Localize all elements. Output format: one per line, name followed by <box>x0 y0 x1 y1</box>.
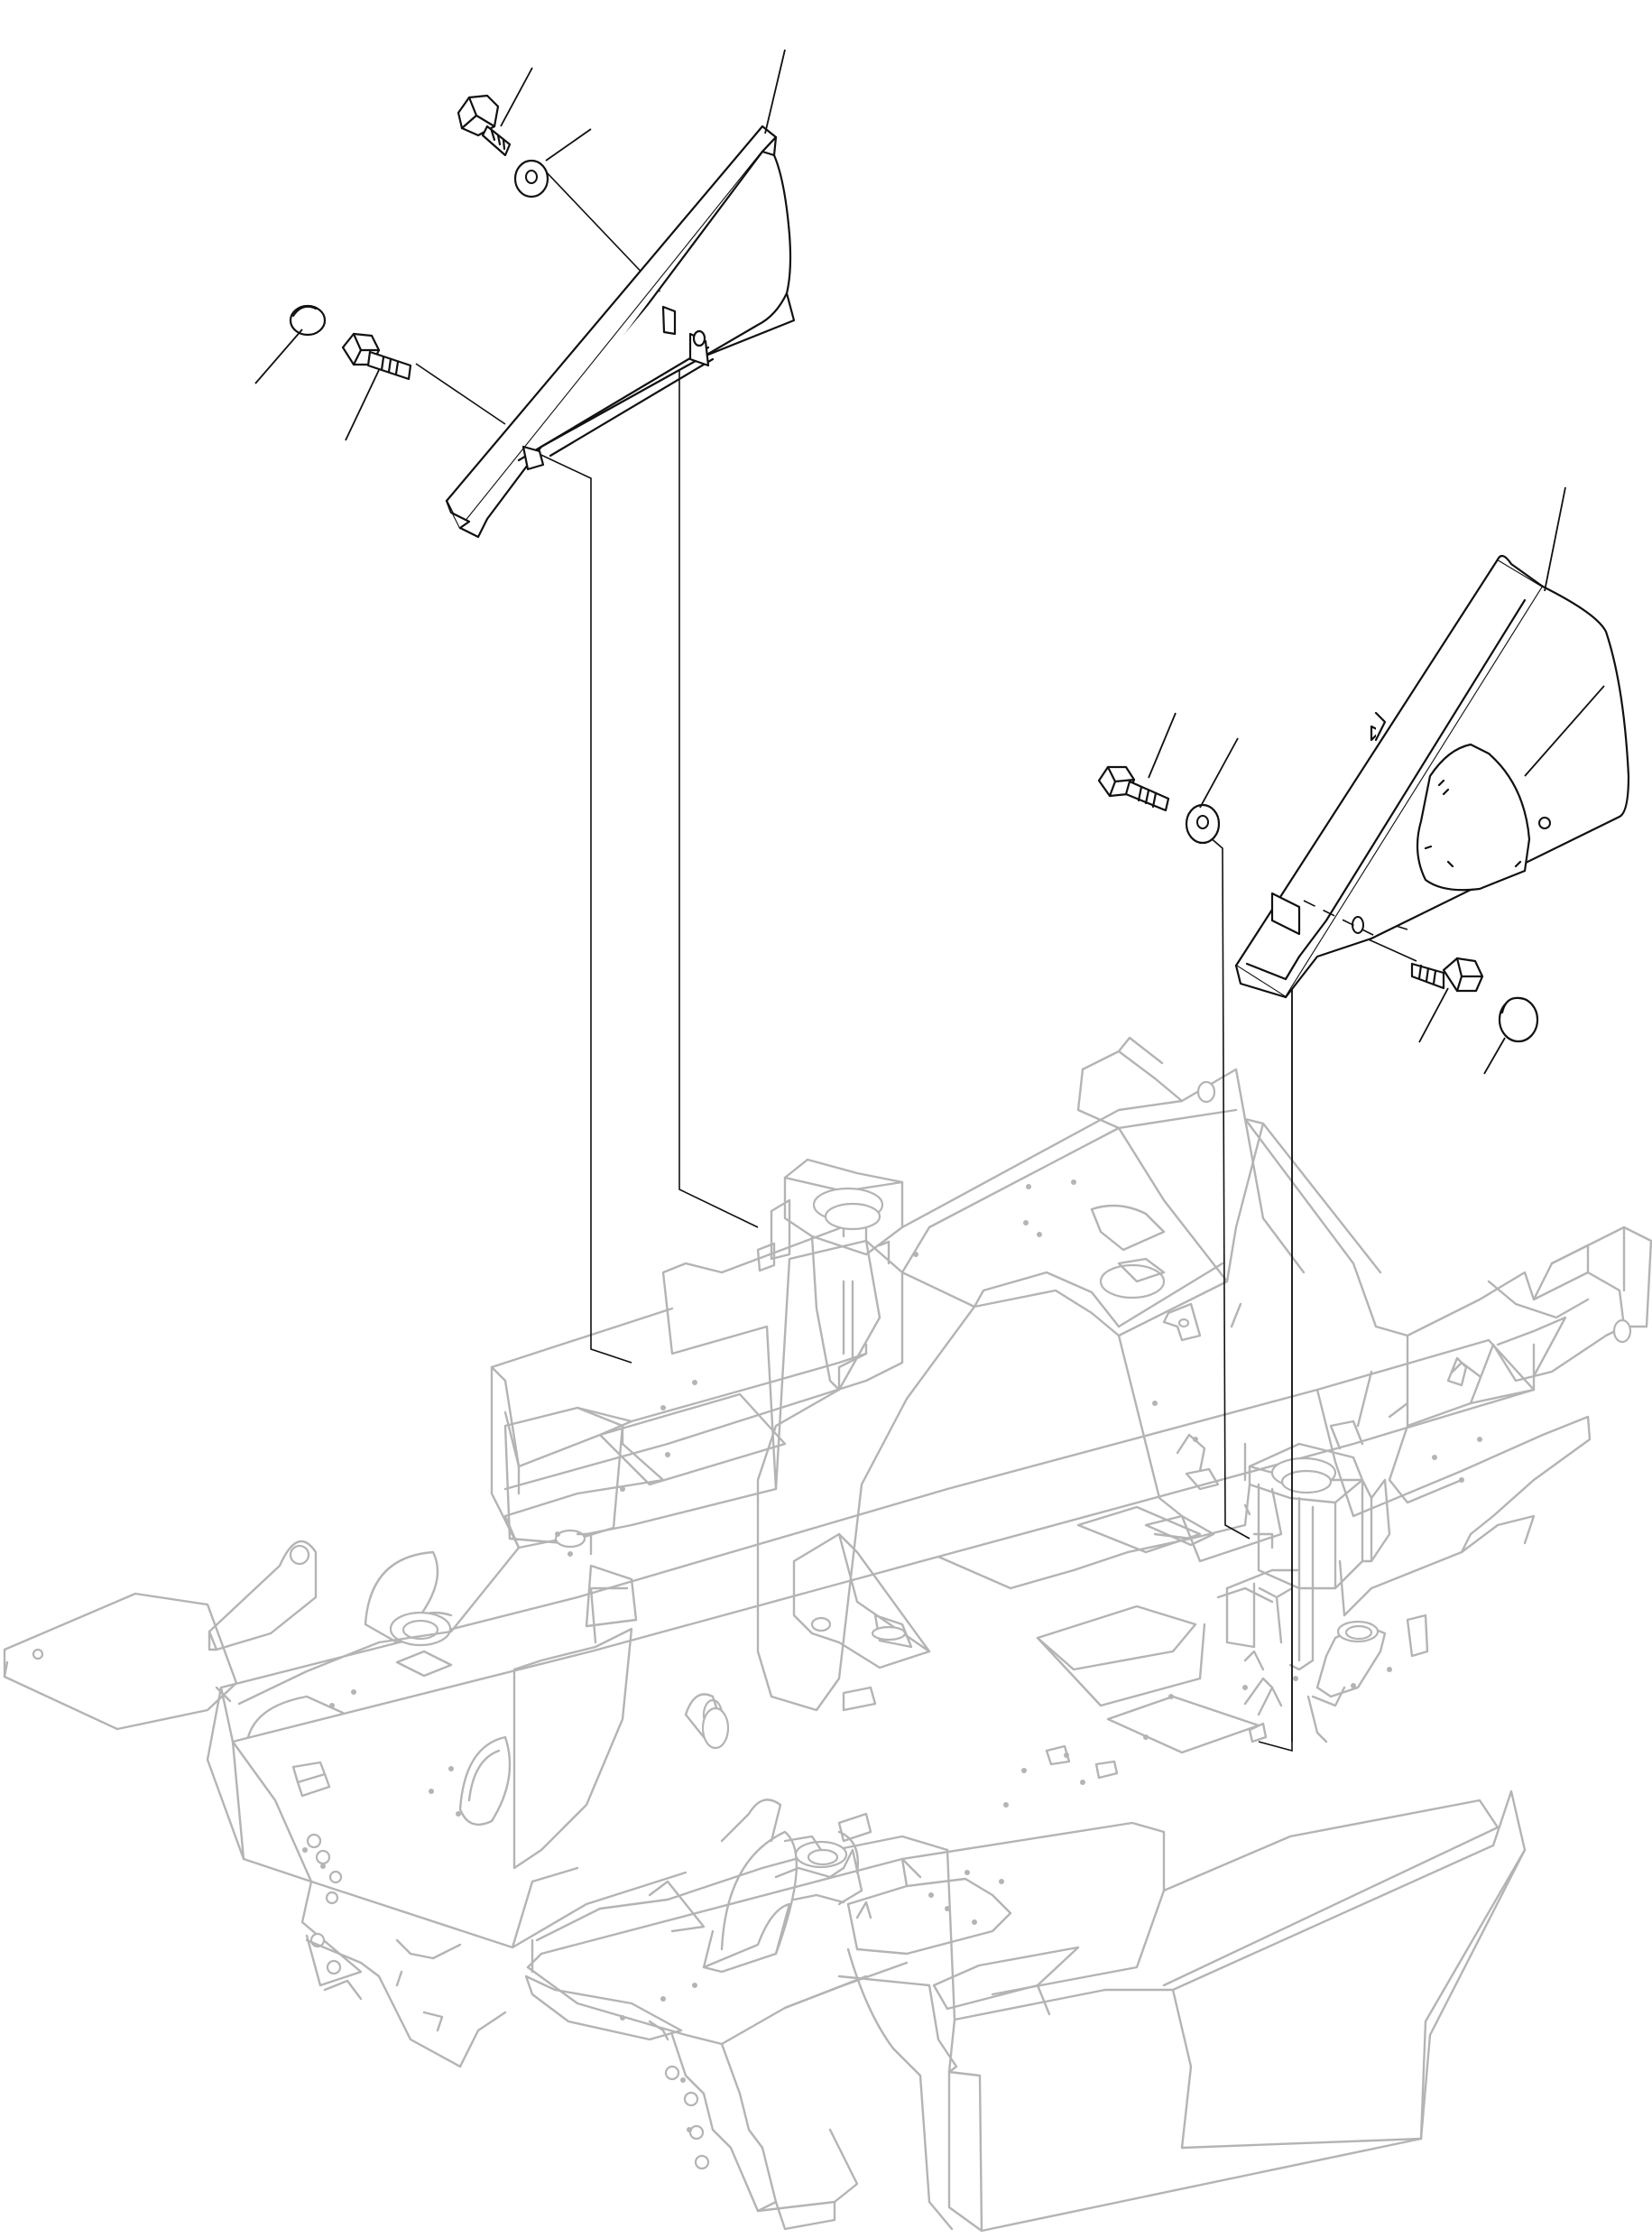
revolving-frame <box>3 1036 1652 2233</box>
assembly-lines <box>415 169 1417 1752</box>
bolt-top-left <box>457 94 512 157</box>
cap-right <box>1498 996 1539 1043</box>
bolt-mid-left <box>341 332 412 381</box>
washer-right <box>1185 803 1221 845</box>
cover-left <box>445 125 796 539</box>
callout-leaders <box>254 49 1605 1075</box>
bolt-right-lower <box>1410 957 1484 993</box>
bolt-right-upper <box>1097 765 1170 812</box>
cap-left <box>289 304 327 337</box>
cover-right <box>1234 554 1630 999</box>
washer-top-left <box>513 159 549 199</box>
